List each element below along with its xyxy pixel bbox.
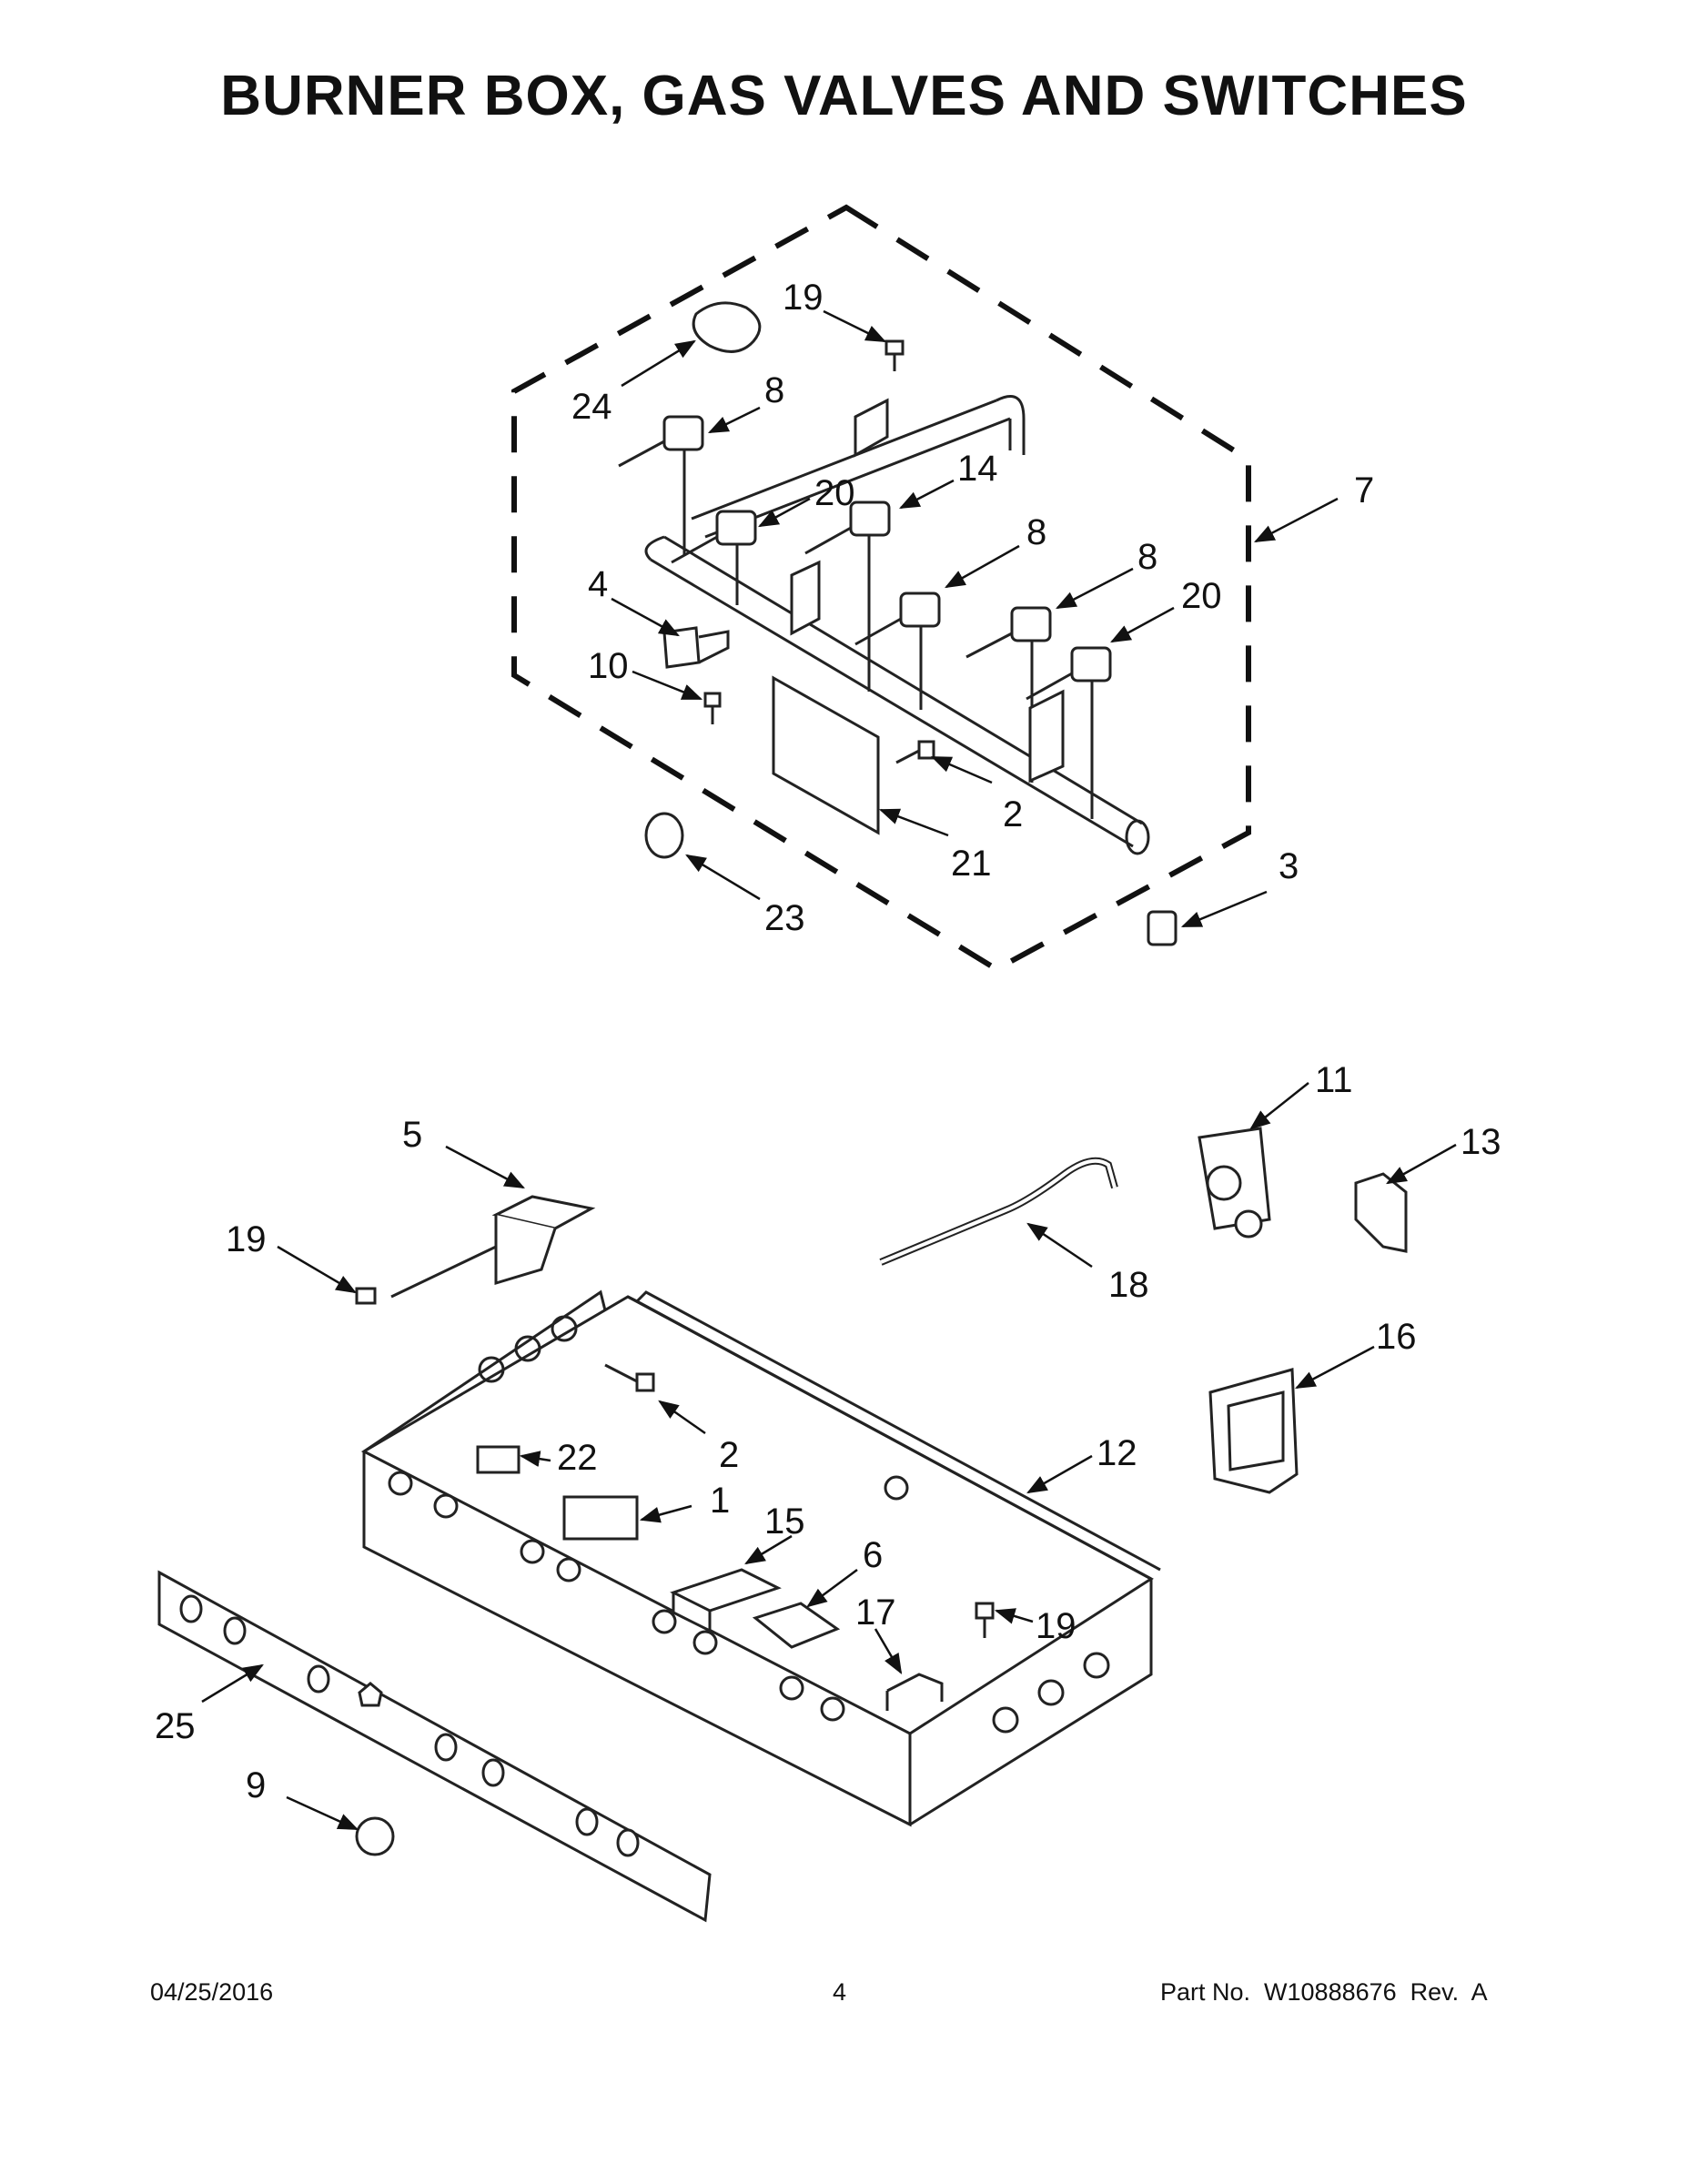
gasket-24 bbox=[692, 301, 762, 353]
plate-6 bbox=[752, 1602, 841, 1649]
footer-page-number: 4 bbox=[833, 1978, 847, 2006]
callout-17: 17 bbox=[855, 1592, 896, 1633]
fitting-3 bbox=[1147, 910, 1178, 946]
callout-19a: 19 bbox=[783, 278, 824, 318]
bracket-13 bbox=[1354, 1172, 1408, 1253]
callout-25: 25 bbox=[155, 1706, 196, 1746]
box-15 bbox=[670, 1568, 782, 1633]
callout-2b: 2 bbox=[719, 1435, 739, 1475]
assembly-boundary bbox=[511, 204, 1251, 973]
callout-23: 23 bbox=[764, 898, 805, 938]
screw-19c bbox=[975, 1602, 995, 1638]
burner-box-12 bbox=[360, 1289, 1161, 1827]
disc-23 bbox=[644, 812, 684, 859]
manifold-pipe bbox=[644, 395, 1150, 855]
callout-4: 4 bbox=[588, 564, 608, 604]
callout-21: 21 bbox=[951, 844, 992, 884]
box-16 bbox=[1208, 1368, 1299, 1494]
bracket-17 bbox=[885, 1673, 944, 1711]
screw-2b bbox=[604, 1363, 655, 1392]
cover-plate-21 bbox=[772, 675, 880, 835]
screw-10 bbox=[703, 692, 722, 724]
callout-8b: 8 bbox=[1026, 512, 1046, 552]
leader-arrows bbox=[201, 309, 1457, 1831]
callout-6: 6 bbox=[863, 1535, 883, 1575]
bracket-5 bbox=[390, 1195, 596, 1299]
gas-tube-18-inner bbox=[880, 1158, 1117, 1264]
gas-valve-14 bbox=[804, 500, 891, 692]
callout-18: 18 bbox=[1108, 1265, 1149, 1305]
callout-20b: 20 bbox=[1181, 576, 1222, 616]
gas-valve-20b bbox=[1026, 646, 1112, 819]
callout-19b: 19 bbox=[226, 1219, 267, 1259]
screw-19a bbox=[884, 339, 905, 371]
knob-9 bbox=[355, 1816, 395, 1856]
callout-5: 5 bbox=[402, 1115, 422, 1155]
callout-24: 24 bbox=[571, 387, 612, 427]
footer-date: 04/25/2016 bbox=[150, 1978, 274, 2006]
gas-valve-8a bbox=[618, 415, 704, 555]
callout-11: 11 bbox=[1315, 1060, 1353, 1100]
screw-2a bbox=[895, 740, 935, 764]
callout-20a: 20 bbox=[814, 473, 855, 513]
callout-16: 16 bbox=[1376, 1317, 1417, 1357]
callout-1: 1 bbox=[710, 1481, 730, 1521]
valve-bracket bbox=[790, 398, 1065, 784]
callout-13: 13 bbox=[1461, 1122, 1501, 1162]
callout-22: 22 bbox=[557, 1438, 598, 1478]
callout-8a: 8 bbox=[764, 370, 784, 410]
callout-9: 9 bbox=[246, 1765, 266, 1805]
callout-14: 14 bbox=[957, 449, 998, 489]
switch-22 bbox=[476, 1445, 521, 1474]
callout-10: 10 bbox=[588, 646, 629, 686]
callout-8c: 8 bbox=[1137, 537, 1157, 577]
callout-7: 7 bbox=[1354, 470, 1374, 511]
front-panel-25 bbox=[157, 1570, 712, 1923]
callout-19c: 19 bbox=[1036, 1606, 1076, 1646]
callout-15: 15 bbox=[764, 1502, 805, 1542]
callout-2a: 2 bbox=[1003, 794, 1023, 834]
callout-12: 12 bbox=[1097, 1433, 1137, 1473]
footer-part-number: Part No. W10888676 Rev. A bbox=[1160, 1978, 1488, 2006]
switch-bracket-4 bbox=[662, 626, 730, 669]
gas-valve-8b bbox=[854, 592, 941, 710]
callout-3: 3 bbox=[1279, 846, 1299, 886]
screw-19b bbox=[355, 1287, 377, 1305]
regulator-11 bbox=[1198, 1127, 1271, 1239]
spark-module-1 bbox=[562, 1495, 639, 1541]
page-title: BURNER BOX, GAS VALVES AND SWITCHES bbox=[220, 65, 1468, 127]
gas-valve-20a bbox=[671, 510, 757, 605]
